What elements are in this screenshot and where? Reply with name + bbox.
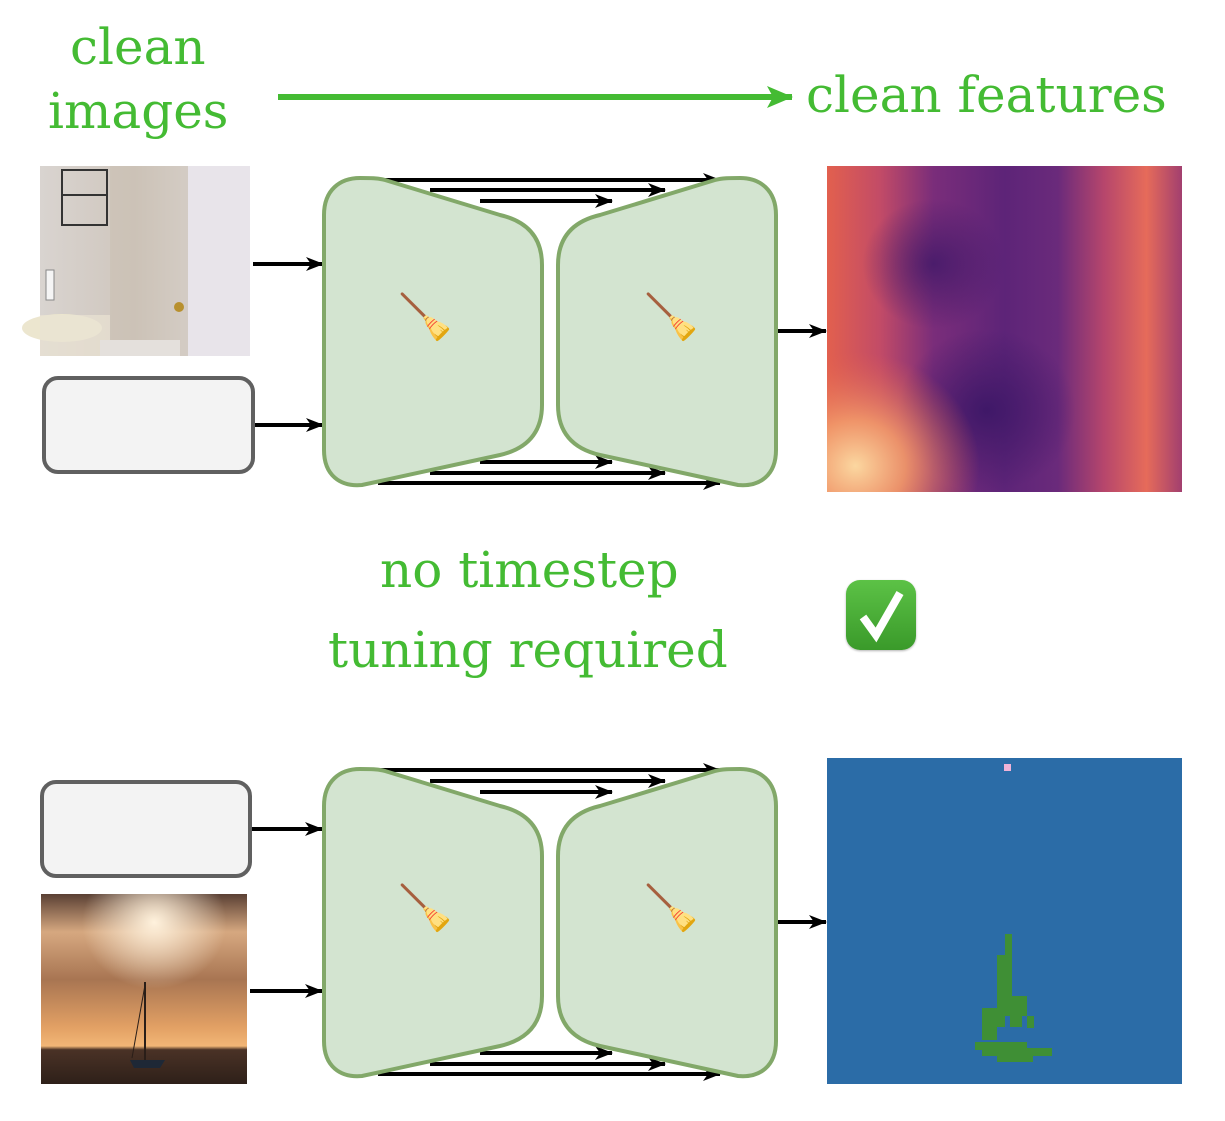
caption-line2: tuning required bbox=[328, 621, 728, 679]
check-mark-icon bbox=[846, 580, 916, 650]
broom-icon: 🧹 bbox=[644, 883, 699, 934]
segmentation-map-output bbox=[827, 758, 1182, 1084]
pipeline-segmentation bbox=[40, 758, 1182, 1084]
empty-prompt-box bbox=[42, 376, 255, 474]
bathroom-input-image bbox=[22, 166, 250, 356]
unet-encoder-block bbox=[322, 766, 544, 1079]
clean-images-label-line1: clean bbox=[70, 18, 206, 76]
clean-images-label-line2: images bbox=[48, 82, 229, 140]
broom-icon: 🧹 bbox=[398, 292, 453, 343]
unet-encoder-block bbox=[322, 175, 544, 488]
caption-line1: no timestep bbox=[380, 541, 679, 599]
depth-map-output bbox=[827, 166, 1182, 492]
unet-decoder-block bbox=[556, 175, 778, 488]
pipeline-depth bbox=[22, 166, 1182, 492]
broom-icon: 🧹 bbox=[644, 292, 699, 343]
sailboat-input-image bbox=[41, 894, 247, 1084]
broom-icon: 🧹 bbox=[398, 883, 453, 934]
clean-features-label: clean features bbox=[806, 66, 1167, 124]
unet-decoder-block bbox=[556, 766, 778, 1079]
empty-prompt-box bbox=[40, 780, 252, 878]
